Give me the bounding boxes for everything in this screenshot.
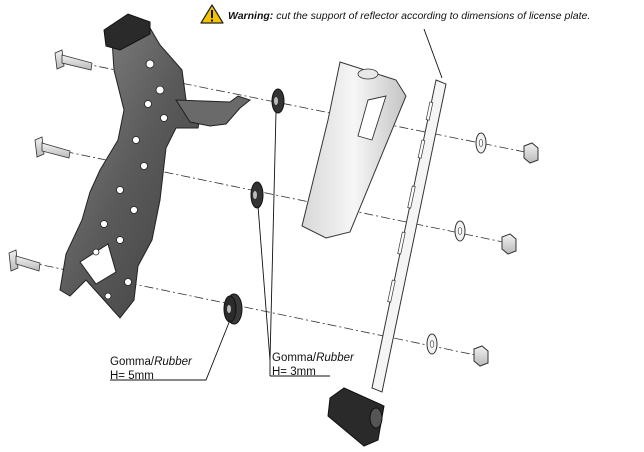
nut-middle [501,233,517,255]
leader-line-3mm-a [269,111,277,376]
reflector-support-bracket [301,61,407,239]
warning-note: Warning: cut the support of reflector ac… [228,5,590,27]
label-rubber-3mm: Gomma/Rubber H= 3mm [272,352,354,378]
rubber-spacer-top [271,88,285,114]
washer-bottom [426,333,438,355]
label-5mm-material: Gomma/ [110,356,155,368]
warning-triangle-icon [200,4,224,24]
leader-line-5mm [110,319,231,381]
axis-line-top [65,59,531,154]
label-3mm-material-en: Rubber [316,352,354,364]
screw-top [54,49,93,71]
reflector-strip [327,79,447,447]
warning-message: cut the support of reflector according t… [276,10,591,22]
label-3mm-material: Gomma/ [272,352,317,364]
axis-line-middle [47,147,509,244]
washer-middle [454,220,466,242]
label-rubber-5mm: Gomma/Rubber H= 5mm [110,356,192,382]
washer-top [475,132,487,154]
screw-middle [34,136,71,159]
leader-lines [110,28,443,381]
nut-bottom [473,345,489,367]
screw-bottom [8,249,41,272]
label-3mm-height: H= 3mm [272,366,316,378]
license-plate-bracket [59,13,252,319]
warning-title: Warning: [228,10,274,22]
label-5mm-material-en: Rubber [154,356,192,368]
leader-line-3mm-b [257,205,271,361]
label-5mm-height: H= 5mm [110,370,154,382]
warning-leader-line [423,28,443,79]
nut-top [523,142,539,164]
rubber-spacer-bottom [223,293,243,325]
rubber-spacer-middle [250,181,264,209]
